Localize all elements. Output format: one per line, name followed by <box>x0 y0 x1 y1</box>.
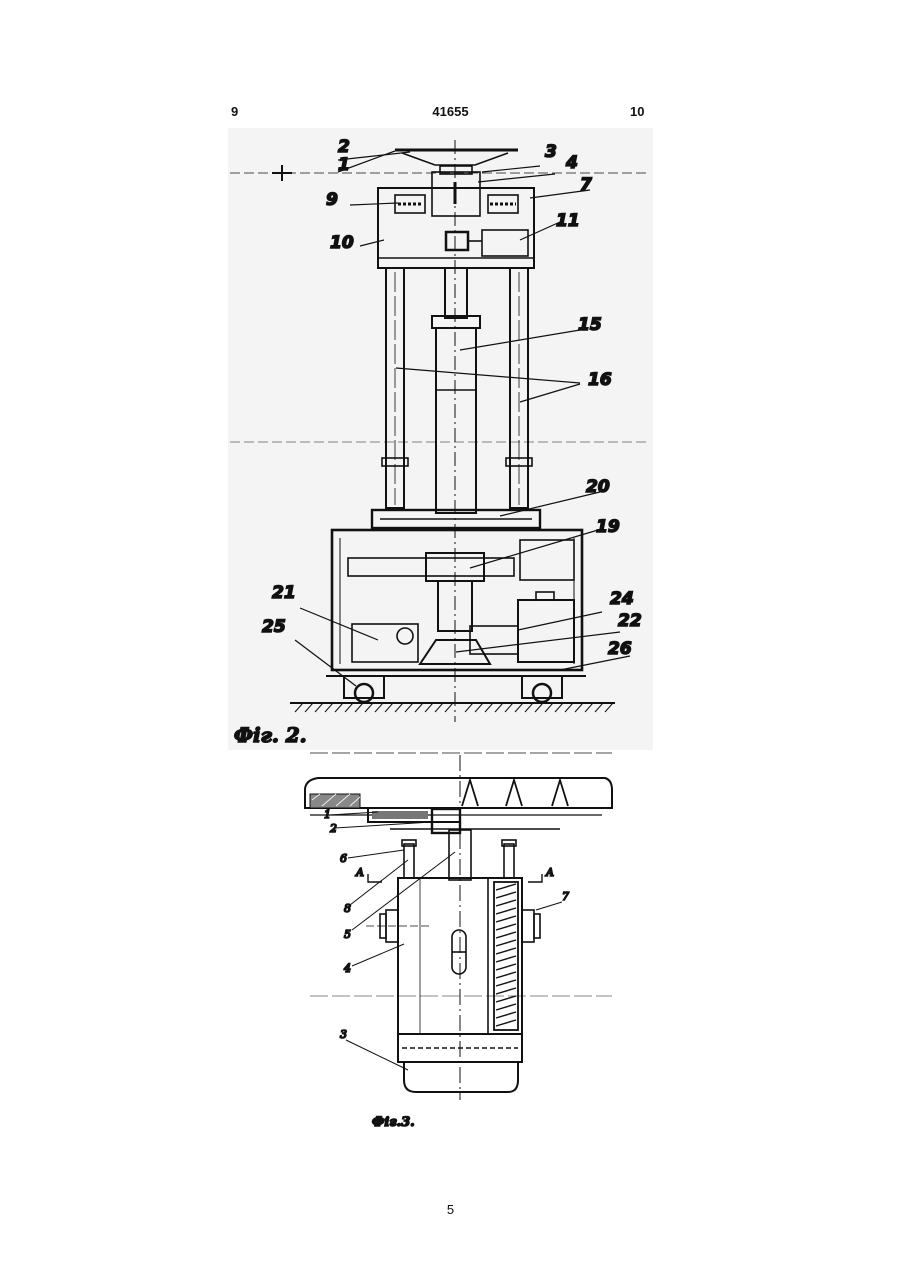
fig3-label-8: 8 <box>344 902 351 915</box>
label-21: 21 <box>272 583 296 603</box>
fig3-label-4: 4 <box>343 962 351 975</box>
label-15: 15 <box>578 315 602 335</box>
fig3-label-3: 3 <box>340 1028 347 1041</box>
section-mark-a-right: A <box>545 866 554 879</box>
figure-2-drawing: 2 1 3 4 7 9 10 11 15 16 20 19 21 25 24 2… <box>228 128 653 750</box>
label-11: 11 <box>556 211 580 231</box>
fig3-label-1: 1 <box>324 808 331 821</box>
label-1: 1 <box>338 155 350 175</box>
label-4: 4 <box>565 153 578 173</box>
label-9: 9 <box>326 190 338 210</box>
fig3-label-6: 6 <box>340 852 347 865</box>
label-7: 7 <box>580 175 592 195</box>
figure-3-drawing: 1 2 6 8 5 4 7 3 A A Фіг.3. <box>305 753 612 1130</box>
label-19: 19 <box>596 517 620 537</box>
label-10: 10 <box>330 233 354 253</box>
fig3-label-2: 2 <box>329 822 337 835</box>
fig3-label-5: 5 <box>344 928 351 941</box>
label-24: 24 <box>610 589 634 609</box>
section-mark-a-left: A <box>355 866 364 879</box>
label-16: 16 <box>588 370 612 390</box>
figure-2-caption: Фіг. 2. <box>234 723 307 747</box>
page-footer-number: 5 <box>0 1202 901 1217</box>
fig3-label-7: 7 <box>562 890 569 903</box>
figure-3-caption: Фіг.3. <box>372 1115 415 1130</box>
label-22: 22 <box>618 611 642 631</box>
label-2: 2 <box>338 137 350 157</box>
label-20: 20 <box>586 477 610 497</box>
label-25: 25 <box>262 617 286 637</box>
label-26: 26 <box>608 639 632 659</box>
label-3: 3 <box>545 142 557 162</box>
